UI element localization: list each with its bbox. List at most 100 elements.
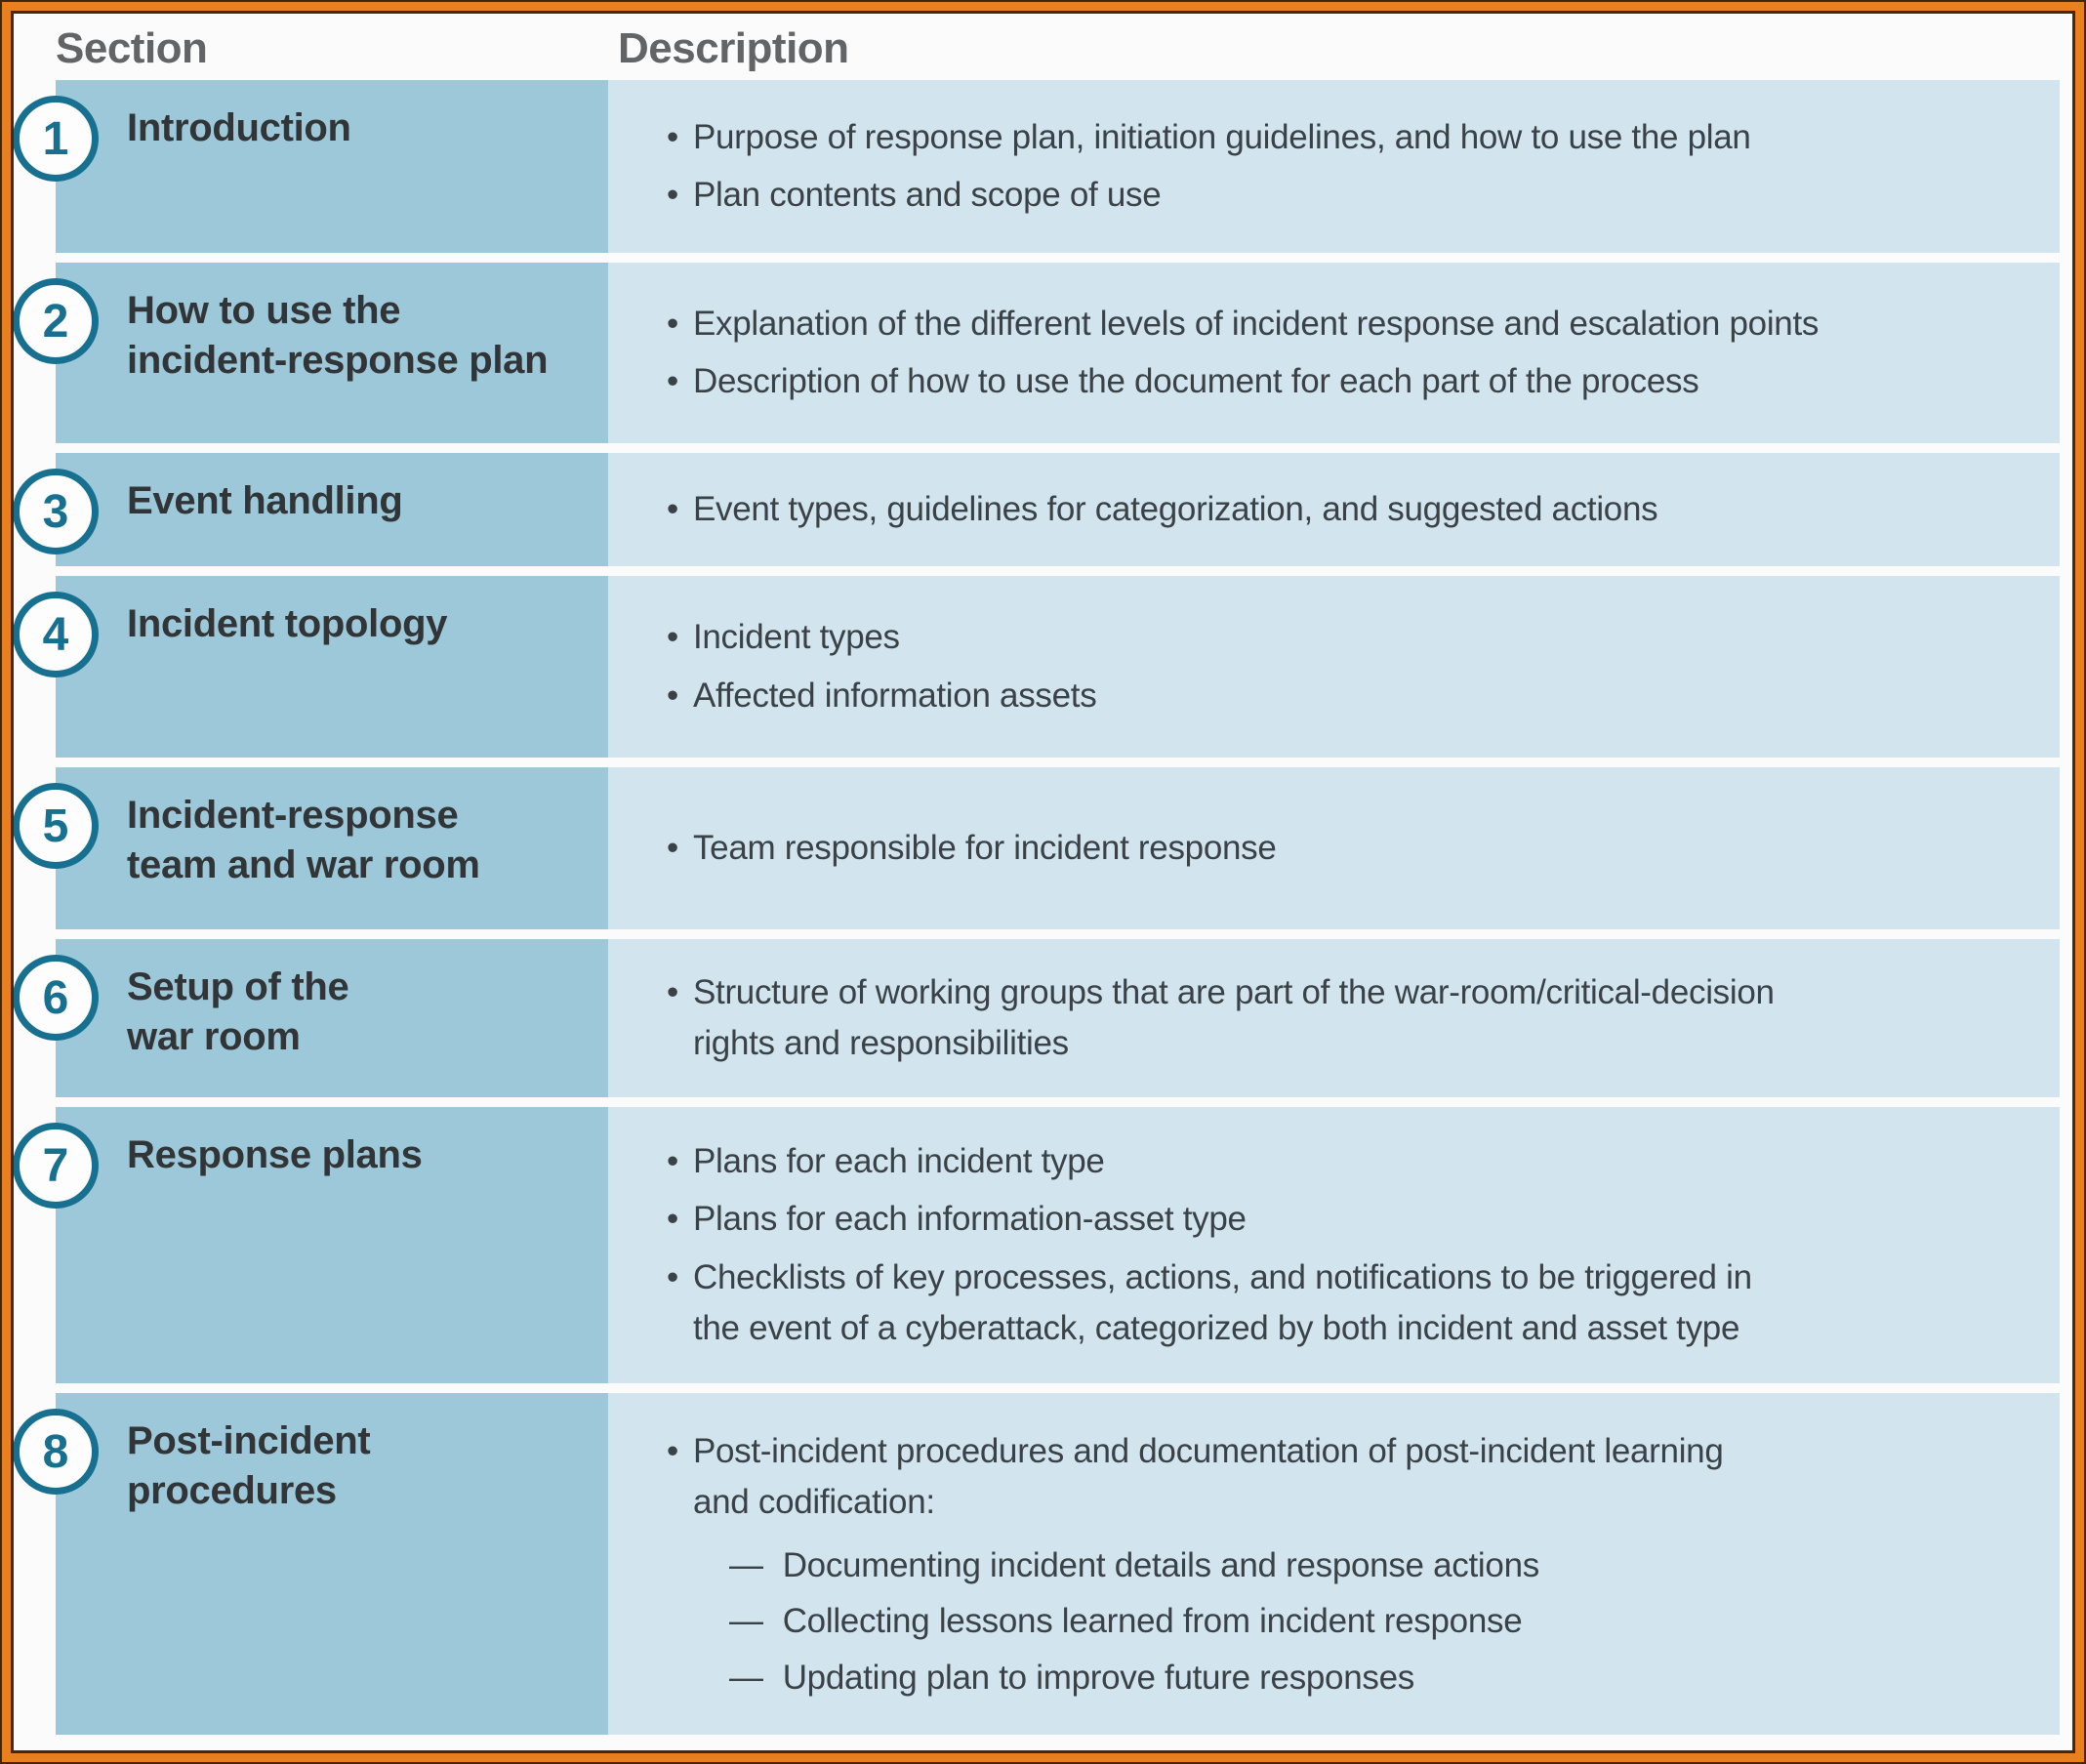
table-row: 5 Incident-response team and war room • Tea…: [14, 767, 2060, 929]
section-title: Post-incident procedures: [127, 1419, 371, 1512]
section-number: 2: [42, 295, 69, 348]
description-bullet: • Plan contents and scope of use: [667, 170, 2036, 222]
bullet-text: Plans for each incident type: [692, 1141, 1105, 1180]
section-number-badge: 3: [14, 469, 99, 554]
description-cell: • Post-incident procedures and documentat…: [608, 1393, 2060, 1735]
section-number: 4: [42, 608, 69, 661]
section-title: Incident-response team and war room: [127, 794, 480, 886]
bullet-text: Plans for each information-asset type: [692, 1200, 1247, 1238]
description-sub-bullet: — Documenting incident details and respon…: [729, 1540, 2036, 1592]
bullet-text: Purpose of response plan, initiation gui…: [692, 117, 1751, 156]
table-row: 6 Setup of the war room • Structure of work…: [14, 939, 2060, 1097]
dash-icon: —: [729, 1658, 763, 1697]
bullet-text: Team responsible for incident response: [692, 828, 1277, 867]
section-title: Incident topology: [127, 602, 448, 645]
bullet-dot-icon: •: [667, 489, 678, 528]
section-title: Event handling: [127, 479, 403, 522]
section-cell: 7 Response plans: [14, 1107, 608, 1383]
sub-bullet-text: Updating plan to improve future response…: [782, 1658, 1415, 1697]
description-bullet: • Purpose of response plan, initiation gu…: [667, 112, 2036, 164]
description-bullet: •Checklists of key processes, actions, a…: [667, 1252, 2036, 1355]
bullet-text: Structure of working groups that are par…: [692, 972, 1775, 1063]
section-title: Setup of the war room: [127, 965, 349, 1058]
bullet-text: Affected information assets: [692, 676, 1097, 715]
section-number: 5: [42, 800, 69, 852]
description-sub-bullet: — Updating plan to improve future respons…: [729, 1653, 2036, 1704]
description-bullet: • Plans for each information-asset type: [667, 1194, 2036, 1246]
description-bullet: • Post-incident procedures and documentat…: [667, 1426, 2036, 1529]
bullet-dot-icon: •: [667, 828, 678, 867]
description-cell: • Event types, guidelines for categorizat…: [608, 453, 2060, 566]
dash-icon: —: [729, 1545, 763, 1584]
bullet-dot-icon: •: [667, 362, 678, 400]
section-number-badge: 2: [14, 278, 99, 364]
description-cell: • Plans for each incident type • Plans for …: [608, 1107, 2060, 1383]
description-bullet: • Plans for each incident type: [667, 1136, 2036, 1188]
section-number: 6: [42, 971, 69, 1024]
description-bullet-list: • Event types, guidelines for categorizat…: [667, 477, 2036, 543]
column-header-section: Section: [56, 24, 208, 72]
bullet-text: Post-incident procedures and documentati…: [692, 1431, 1724, 1522]
section-number-badge: 4: [14, 592, 99, 677]
section-number-badge: 6: [14, 955, 99, 1041]
description-bullet-list: • Explanation of the different levels of …: [667, 292, 2036, 415]
bullet-text: Event types, guidelines for categorizati…: [692, 489, 1658, 528]
section-cell: 8 Post-incident procedures: [14, 1393, 608, 1735]
bullet-text: Description of how to use the document f…: [692, 362, 1699, 400]
column-header-description: Description: [618, 24, 849, 72]
description-cell: • Team responsible for incident response: [608, 767, 2060, 929]
description-bullet-list: • Incident types • Affected information ass…: [667, 605, 2036, 728]
table-row: 4 Incident topology • Incident types • Affect…: [14, 576, 2060, 758]
description-bullet: • Incident types: [667, 612, 2036, 664]
section-number: 3: [42, 485, 69, 538]
table-header: Section Description: [14, 14, 2072, 80]
section-number-badge: 5: [14, 783, 99, 869]
table-row: 3 Event handling • Event types, guidelines …: [14, 453, 2060, 566]
table-row: 2 How to use the incident-response plan • E…: [14, 263, 2060, 443]
bullet-dot-icon: •: [667, 618, 678, 656]
description-bullet: • Event types, guidelines for categorizat…: [667, 484, 2036, 536]
bullet-dot-icon: •: [667, 1257, 678, 1296]
description-cell: • Explanation of the different levels of …: [608, 263, 2060, 443]
bullet-dot-icon: •: [667, 1431, 678, 1470]
section-cell: 5 Incident-response team and war room: [14, 767, 608, 929]
description-cell: • Purpose of response plan, initiation gu…: [608, 80, 2060, 253]
bullet-dot-icon: •: [667, 117, 678, 156]
bullet-dot-icon: •: [667, 972, 678, 1011]
bullet-text: Plan contents and scope of use: [692, 176, 1162, 214]
description-bullet: • Description of how to use the document …: [667, 356, 2036, 408]
bullet-dot-icon: •: [667, 676, 678, 715]
table-row: 7 Response plans • Plans for each incident …: [14, 1107, 2060, 1383]
description-bullet: • Affected information assets: [667, 671, 2036, 722]
section-cell: 3 Event handling: [14, 453, 608, 566]
sub-bullet-text: Collecting lessons learned from incident…: [782, 1602, 1523, 1641]
section-cell: 6 Setup of the war room: [14, 939, 608, 1097]
bullet-dot-icon: •: [667, 304, 678, 343]
description-sub-bullet-list: — Documenting incident details and respon…: [667, 1536, 2036, 1709]
description-bullet: • Structure of working groups that are pa…: [667, 967, 2036, 1070]
section-title: Response plans: [127, 1133, 423, 1176]
sub-bullet-text: Documenting incident details and respons…: [782, 1545, 1540, 1584]
bullet-dot-icon: •: [667, 1141, 678, 1180]
bullet-text: Incident types: [692, 618, 900, 656]
section-number-badge: 1: [14, 96, 99, 182]
section-cell: 2 How to use the incident-response plan: [14, 263, 608, 443]
description-bullet-list: • Purpose of response plan, initiation gu…: [667, 105, 2036, 228]
description-cell: • Incident types • Affected information ass…: [608, 576, 2060, 758]
description-bullet-list: • Plans for each incident type • Plans for …: [667, 1129, 2036, 1362]
section-number: 8: [42, 1425, 69, 1478]
section-title: How to use the incident-response plan: [127, 289, 549, 382]
section-number: 7: [42, 1139, 69, 1192]
bullet-text: Explanation of the different levels of i…: [692, 304, 1820, 343]
description-bullet-list: • Team responsible for incident response: [667, 816, 2036, 882]
bullet-dot-icon: •: [667, 176, 678, 214]
description-bullet-list: • Structure of working groups that are pa…: [667, 961, 2036, 1077]
bullet-dot-icon: •: [667, 1200, 678, 1238]
section-number-badge: 7: [14, 1123, 99, 1209]
description-cell: • Structure of working groups that are pa…: [608, 939, 2060, 1097]
description-bullet-list: • Post-incident procedures and documentat…: [667, 1419, 2036, 1536]
description-sub-bullet: —Collecting lessons learned from inciden…: [729, 1596, 2036, 1648]
